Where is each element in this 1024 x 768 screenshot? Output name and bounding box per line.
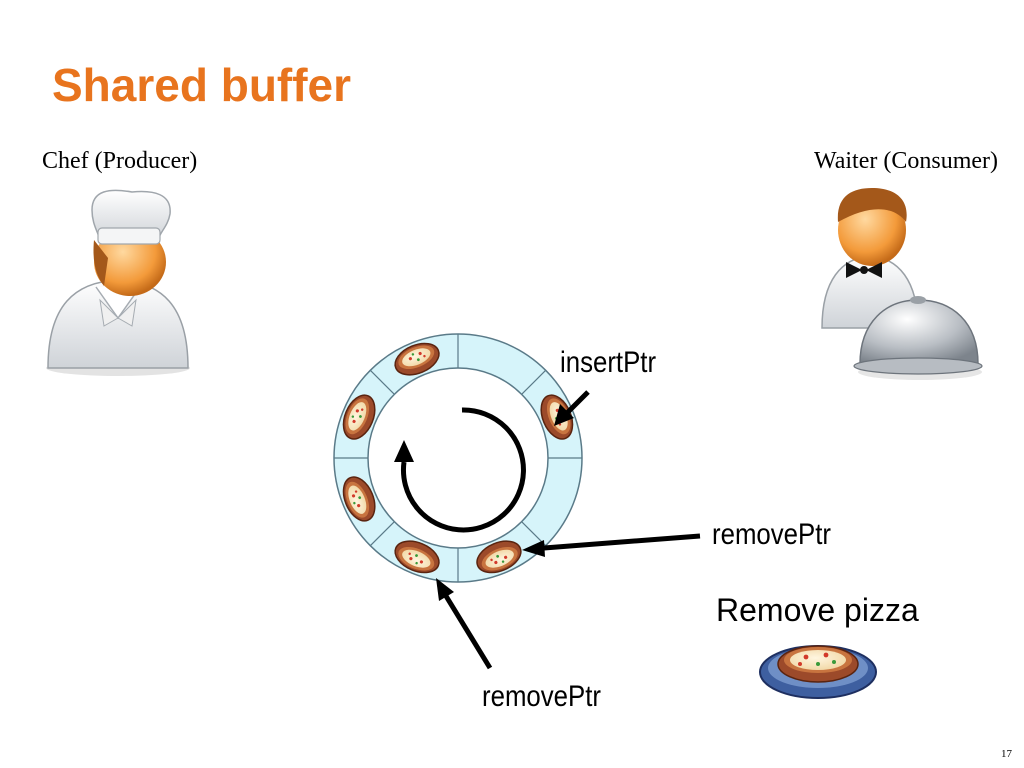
remove-pointer-arrow-bottom (436, 578, 493, 670)
slide-title: Shared buffer (52, 59, 352, 111)
page-number: 17 (1001, 748, 1012, 760)
waiter-icon (821, 188, 983, 380)
remove-pointer-label-bottom: removePtr (482, 680, 602, 713)
remove-pointer-arrow-right (522, 533, 701, 557)
buffer-slot-divider (521, 369, 547, 395)
rotation-arrow (394, 407, 526, 533)
remove-pointer-label-right: removePtr (712, 518, 832, 551)
buffer-slot-divider (369, 521, 395, 547)
buffer-slot-divider (369, 369, 395, 395)
insert-pointer-label: insertPtr (560, 346, 657, 379)
pizza-icon (759, 645, 877, 699)
chef-icon (46, 189, 190, 376)
producer-label: Chef (Producer) (42, 148, 198, 174)
consumer-label: Waiter (Consumer) (813, 148, 998, 174)
remove-pizza-label: Remove pizza (716, 592, 919, 628)
circular-buffer (333, 333, 583, 583)
insert-pointer-arrow (554, 390, 590, 426)
